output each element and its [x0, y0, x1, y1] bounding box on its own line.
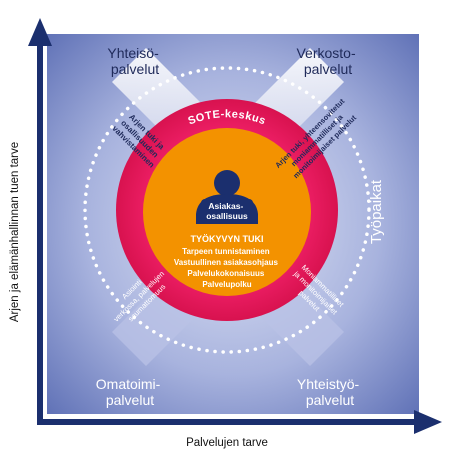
x-axis-arrow-icon — [414, 410, 442, 434]
center-item-3: Palvelukokonaisuus — [187, 269, 264, 278]
center-items: Tarpeen tunnistaminen Vastuullinen asiak… — [174, 247, 280, 289]
corner-tr-line-2: palvelut — [304, 61, 352, 77]
y-axis-label-group: Arjen ja elämänhallinnan tuen tarve — [9, 142, 21, 322]
corner-tl-line-1: Yhteisö- — [107, 45, 159, 61]
side-label: Työpaikat — [368, 179, 385, 244]
person-icon — [196, 170, 258, 224]
corner-tl-line-2: palvelut — [111, 61, 159, 77]
y-axis-label: Arjen ja elämänhallinnan tuen tarve — [9, 142, 21, 322]
x-axis-label: Palvelujen tarve — [186, 437, 268, 449]
y-axis — [28, 18, 52, 425]
dotted-outer-ring — [83, 66, 371, 354]
center-title: TYÖKYVYN TUKI — [190, 234, 263, 244]
corner-bottom-right: Yhteistyö- palvelut — [297, 376, 363, 408]
center-item-4: Palvelupolku — [202, 280, 251, 289]
center-item-2: Vastuullinen asiakasohjaus — [174, 258, 279, 267]
corner-br-line-2: palvelut — [306, 392, 354, 408]
corner-bl-line-1: Omatoimi- — [96, 376, 161, 392]
x-axis — [37, 410, 442, 434]
badge-line-1: Asiakas- — [208, 201, 243, 211]
badge-line-2: osallisuus — [206, 211, 248, 221]
corner-bl-line-2: palvelut — [106, 392, 154, 408]
center-item-1: Tarpeen tunnistaminen — [182, 247, 270, 256]
corner-top-right: Verkosto- palvelut — [296, 45, 359, 77]
corner-tr-line-1: Verkosto- — [296, 45, 355, 61]
y-axis-arrow-icon — [28, 18, 52, 46]
corner-top-left: Yhteisö- palvelut — [107, 45, 162, 77]
corner-br-line-1: Yhteistyö- — [297, 376, 360, 392]
side-label-group: Työpaikat — [368, 179, 385, 244]
corner-bottom-left: Omatoimi- palvelut — [96, 376, 164, 408]
center-badge: Asiakas- osallisuus — [206, 201, 248, 221]
